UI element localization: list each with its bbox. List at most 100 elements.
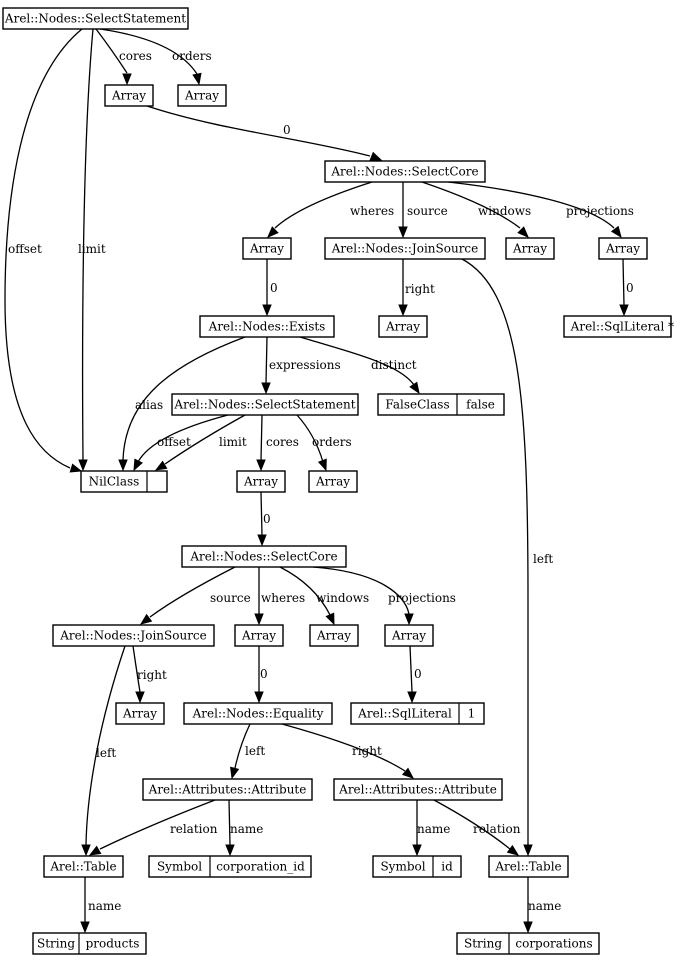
node-arr-wheres1[interactable]: Array [242,237,292,260]
node-value-label: 1 [468,707,476,721]
node-box [350,702,485,725]
edge-e-offset2: offset [133,414,229,472]
edge-e-rel-left: relation [88,799,218,856]
arrowhead [404,613,414,626]
node-type-label: Array [111,89,146,103]
edge-e-wheres1: wheres [267,181,394,238]
node-box [171,393,359,416]
node-sc2[interactable]: Arel::Nodes::SelectCore [181,545,347,568]
node-arr-proj1[interactable]: Array [598,237,648,260]
node-attr-left[interactable]: Arel::Attributes::Attribute [142,778,313,801]
node-sql-star[interactable]: Arel::SqlLiteral* [563,315,674,338]
node-arr-orders2[interactable]: Array [308,470,358,493]
edge-line [433,799,511,850]
node-attr-right[interactable]: Arel::Attributes::Attribute [333,778,503,801]
arrowhead [69,463,83,473]
node-type-label: Arel::Attributes::Attribute [148,783,307,797]
edge-label: expressions [269,358,341,372]
node-type-label: Array [605,242,640,256]
node-box [236,470,286,493]
node-box [377,393,505,416]
edge-label: cores [266,435,299,449]
edge-line [447,181,615,229]
edge-e-expressions: expressions [261,336,341,395]
edge-line [137,414,229,463]
edge-line [132,645,141,693]
arrowhead [133,458,143,472]
arrowhead [523,844,533,857]
edge-e-proj0-1: 0 [619,258,634,317]
edge-e-where0-1: 0 [262,259,278,317]
edge-line [85,645,126,846]
node-arr-windows1[interactable]: Array [505,237,555,260]
arrowhead [81,844,91,857]
node-nilclass[interactable]: NilClass [80,470,168,493]
edge-line [228,799,231,846]
arrowhead [506,844,520,856]
node-arr-proj2[interactable]: Array [384,624,434,647]
node-box [142,778,313,801]
node-ss2[interactable]: Arel::Nodes::SelectStatement [171,393,359,416]
edge-line [81,28,94,461]
node-box [378,315,428,338]
arrowhead [139,613,153,625]
node-type-label: Arel::SqlLiteral [570,320,665,334]
node-table-corps[interactable]: Arel::Table [488,855,569,878]
edge-e-proj0-2: 0 [407,645,422,704]
node-exists[interactable]: Arel::Nodes::Exists [199,315,335,338]
edge-label: name [417,822,450,836]
arrowhead [517,226,529,238]
edge-label: 0 [270,281,278,295]
node-type-label: Array [122,707,157,721]
node-js2[interactable]: Arel::Nodes::JoinSource [52,624,215,647]
edge-e-orders2: orders [296,414,352,472]
node-box [80,470,168,493]
node-box [242,237,292,260]
node-box [324,237,486,260]
node-arr-windows2[interactable]: Array [309,624,359,647]
arrowhead [409,381,420,395]
node-box [32,932,147,955]
edge-label: relation [473,822,521,836]
edge-e-rel-right: relation [433,799,521,856]
node-arr-orders1[interactable]: Array [177,84,227,107]
node-sc1[interactable]: Arel::Nodes::SelectCore [324,160,486,183]
node-arr-right1[interactable]: Array [378,315,428,338]
arrowhead [135,691,145,704]
edge-line [265,336,268,384]
arrowhead [254,613,264,626]
node-type-label: Arel::Table [494,860,561,874]
arrowhead [261,382,271,395]
node-arr-wheres2[interactable]: Array [234,624,284,647]
arrowhead [412,844,422,857]
edge-e-orders1: orders [99,28,212,86]
edge-line [122,336,246,461]
node-equality[interactable]: Arel::Nodes::Equality [183,702,333,725]
arrowhead [619,304,629,317]
edge-label: limit [78,242,106,256]
node-box [52,624,215,647]
node-type-label: NilClass [89,475,140,489]
edge-line [299,336,415,386]
node-arr-cores1[interactable]: Array [104,84,154,107]
node-table-products[interactable]: Arel::Table [43,855,124,878]
node-arr-right2[interactable]: Array [115,702,165,725]
edge-line [164,414,246,465]
edge-e-left2: left [81,645,126,857]
node-type-label: FalseClass [385,398,449,412]
node-arr-cores2[interactable]: Array [236,470,286,493]
node-ss1[interactable]: Arel::Nodes::SelectStatement [2,7,189,30]
edge-label: 0 [263,512,271,526]
edge-label: alias [135,398,163,412]
node-value-label: id [441,860,453,874]
node-value-label: * [668,320,674,334]
arrowhead [256,459,266,472]
node-js1[interactable]: Arel::Nodes::JoinSource [324,237,486,260]
